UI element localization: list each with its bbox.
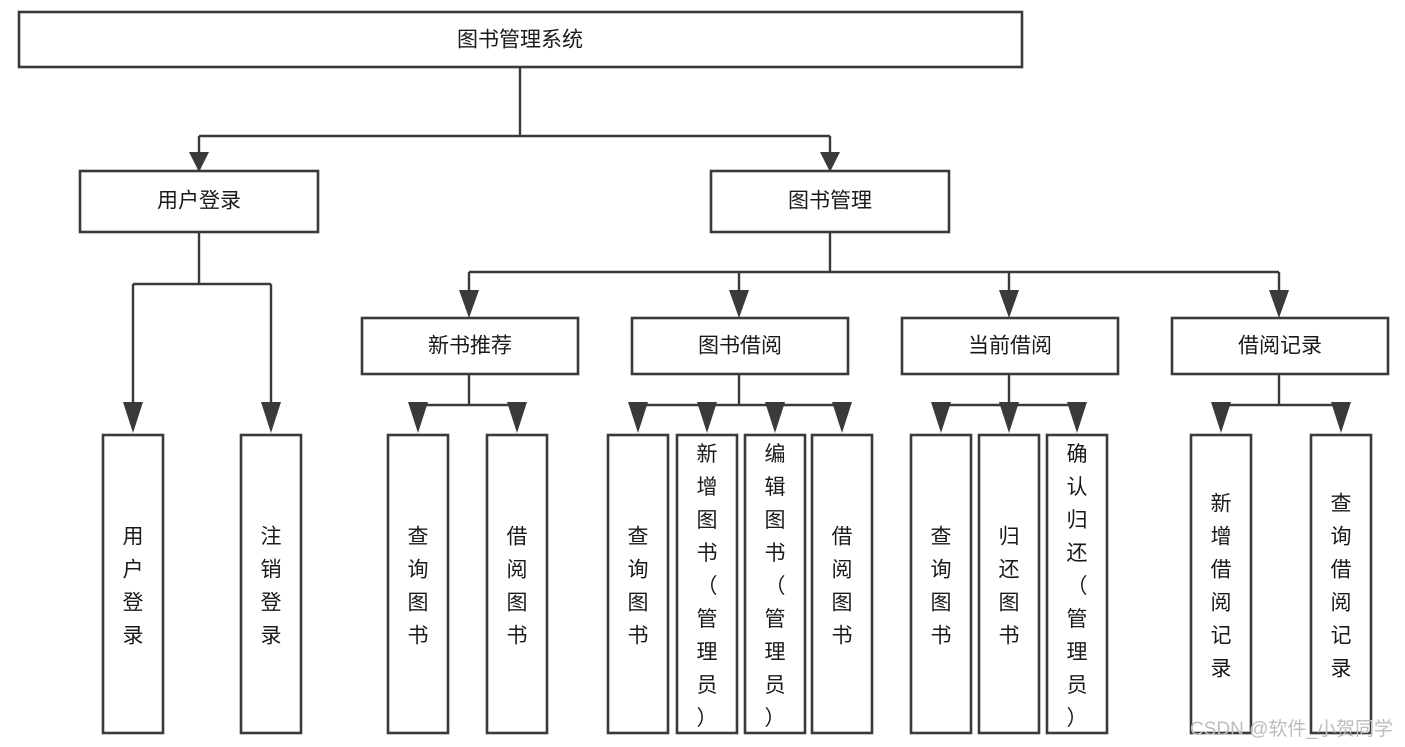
- node-borrow-record-label: 借阅记录: [1238, 335, 1322, 358]
- node-leaf-borrow-book-2-box[interactable]: [810, 433, 874, 735]
- node-leaf-borrow-book-2-label: 借阅图书: [832, 526, 853, 648]
- node-leaf-borrow-book-1[interactable]: 借阅图书: [485, 433, 549, 735]
- node-leaf-confirm-return-label: 确认归还（管理员）: [1067, 443, 1088, 730]
- node-leaf-user-logout-label: 注销登录: [261, 526, 282, 648]
- node-leaf-user-login-label: 用户登录: [123, 526, 144, 648]
- node-leaf-add-record-box[interactable]: [1189, 433, 1253, 735]
- arrowhead-user-login: [189, 152, 209, 172]
- node-leaf-query-record[interactable]: 查询借阅记录: [1309, 433, 1373, 735]
- node-leaf-user-login-box[interactable]: [101, 433, 165, 735]
- node-leaf-query-book-3-box[interactable]: [909, 433, 973, 735]
- node-leaf-edit-book-box[interactable]: [743, 433, 807, 735]
- node-leaf-add-record-label: 新增借阅记录: [1211, 493, 1232, 681]
- node-leaf-query-book-1-box[interactable]: [386, 433, 450, 735]
- arrowhead-new-book-recommend: [459, 290, 479, 318]
- node-leaf-borrow-book-2[interactable]: 借阅图书: [810, 433, 874, 735]
- node-leaf-confirm-return[interactable]: 确认归还（管理员）: [1045, 433, 1109, 735]
- node-leaf-borrow-book-1-box[interactable]: [485, 433, 549, 735]
- arrowhead-book-borrow: [729, 290, 749, 318]
- connector-layer: [123, 67, 1351, 433]
- arrowhead-leaf-user-logout: [261, 402, 281, 433]
- node-leaf-user-logout[interactable]: 注销登录: [239, 433, 303, 735]
- node-book-borrow[interactable]: 图书借阅: [630, 316, 850, 376]
- node-leaf-query-book-2[interactable]: 查询图书: [606, 433, 670, 735]
- node-leaf-return-book-box[interactable]: [977, 433, 1041, 735]
- csdn-watermark: CSDN @软件_小贺同学: [1190, 718, 1393, 740]
- node-leaf-add-book-label: 新增图书（管理员）: [697, 443, 718, 730]
- node-leaf-add-record[interactable]: 新增借阅记录: [1189, 433, 1253, 735]
- arrowhead-leaf-query-book-2: [628, 402, 648, 433]
- node-borrow-record[interactable]: 借阅记录: [1170, 316, 1390, 376]
- node-leaf-add-book[interactable]: 新增图书（管理员）: [675, 433, 739, 735]
- node-leaf-return-book[interactable]: 归还图书: [977, 433, 1041, 735]
- node-leaf-borrow-book-1-label: 借阅图书: [507, 526, 528, 648]
- arrowhead-book-manage: [820, 152, 840, 172]
- node-leaf-query-record-box[interactable]: [1309, 433, 1373, 735]
- arrowhead-leaf-query-book-3: [931, 402, 951, 433]
- node-root-label: 图书管理系统: [457, 29, 583, 52]
- node-book-borrow-label: 图书借阅: [698, 335, 782, 358]
- arrowhead-leaf-edit-book: [765, 402, 785, 433]
- node-leaf-query-book-1[interactable]: 查询图书: [386, 433, 450, 735]
- node-current-borrow-box[interactable]: [900, 316, 1120, 376]
- node-leaf-user-login[interactable]: 用户登录: [101, 433, 165, 735]
- node-leaf-edit-book[interactable]: 编辑图书（管理员）: [743, 433, 807, 735]
- arrowhead-leaf-query-book-1: [408, 402, 428, 433]
- arrowhead-leaf-add-book: [697, 402, 717, 433]
- node-leaf-query-book-1-label: 查询图书: [408, 526, 429, 648]
- node-new-book-recommend-box[interactable]: [360, 316, 580, 376]
- node-leaf-return-book-label: 归还图书: [999, 526, 1020, 648]
- node-book-manage-label: 图书管理: [788, 190, 872, 213]
- node-leaf-query-book-3-label: 查询图书: [931, 526, 952, 648]
- arrowhead-leaf-confirm-return: [1067, 402, 1087, 433]
- node-book-borrow-box[interactable]: [630, 316, 850, 376]
- arrowhead-leaf-borrow-book-1: [507, 402, 527, 433]
- node-book-manage-box[interactable]: [709, 169, 951, 234]
- node-user-login[interactable]: 用户登录: [78, 169, 320, 234]
- node-leaf-query-record-label: 查询借阅记录: [1331, 493, 1352, 681]
- arrowhead-leaf-return-book: [999, 402, 1019, 433]
- node-leaf-query-book-2-label: 查询图书: [628, 526, 649, 648]
- node-current-borrow-label: 当前借阅: [968, 335, 1052, 358]
- node-user-login-box[interactable]: [78, 169, 320, 234]
- node-leaf-confirm-return-box[interactable]: [1045, 433, 1109, 735]
- node-user-login-label: 用户登录: [157, 190, 241, 213]
- arrowhead-leaf-user-login: [123, 402, 143, 433]
- node-borrow-record-box[interactable]: [1170, 316, 1390, 376]
- node-new-book-recommend[interactable]: 新书推荐: [360, 316, 580, 376]
- arrowhead-current-borrow: [999, 290, 1019, 318]
- node-root-box[interactable]: [17, 10, 1024, 69]
- node-new-book-recommend-label: 新书推荐: [428, 335, 512, 358]
- arrowhead-leaf-add-record: [1211, 402, 1231, 433]
- node-leaf-query-book-3[interactable]: 查询图书: [909, 433, 973, 735]
- node-current-borrow[interactable]: 当前借阅: [900, 316, 1120, 376]
- arrowhead-leaf-query-record: [1331, 402, 1351, 433]
- node-leaf-query-book-2-box[interactable]: [606, 433, 670, 735]
- arrowhead-leaf-borrow-book-2: [832, 402, 852, 433]
- node-leaf-edit-book-label: 编辑图书（管理员）: [765, 443, 786, 730]
- node-book-manage[interactable]: 图书管理: [709, 169, 951, 234]
- arrowhead-borrow-record: [1269, 290, 1289, 318]
- node-root[interactable]: 图书管理系统: [17, 10, 1024, 69]
- node-leaf-user-logout-box[interactable]: [239, 433, 303, 735]
- node-leaf-add-book-box[interactable]: [675, 433, 739, 735]
